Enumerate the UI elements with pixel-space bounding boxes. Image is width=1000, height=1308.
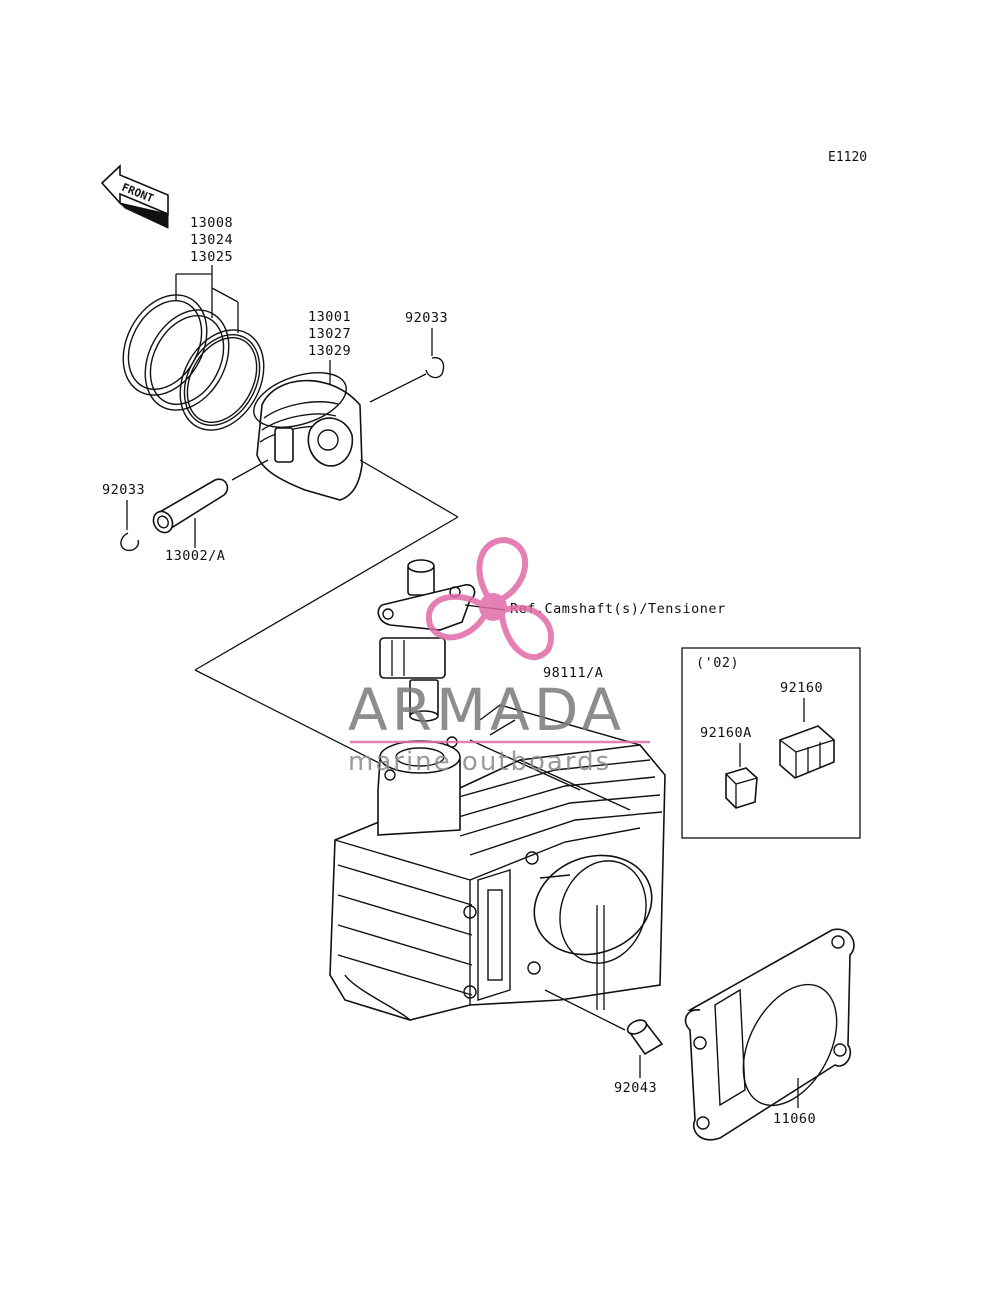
watermark-tagline: marine outboards <box>348 747 611 777</box>
circlip-right <box>425 357 445 379</box>
cylinder-block <box>329 704 666 1021</box>
damper-block-large <box>779 725 835 779</box>
reference-lines <box>194 459 459 771</box>
armada-watermark: ARMADA marine outboards <box>348 536 650 777</box>
inset-title: ('02) <box>696 655 739 671</box>
piston <box>253 372 363 501</box>
piston-pin <box>152 478 229 534</box>
watermark-brand: ARMADA <box>348 676 625 744</box>
label-13029: 13029 <box>308 343 351 359</box>
label-13025: 13025 <box>190 249 233 265</box>
cam-chain-tensioner <box>377 559 476 722</box>
dowel-pin <box>626 1019 664 1056</box>
label-13008: 13008 <box>190 215 233 231</box>
label-92160a: 92160A <box>700 725 752 741</box>
cylinder-gasket <box>684 928 855 1141</box>
front-arrow-icon: FRONT <box>100 164 169 229</box>
label-92033-right: 92033 <box>405 310 448 326</box>
label-92033-left: 92033 <box>102 482 145 498</box>
inset-2002: ('02) 92160 92160A <box>681 647 861 839</box>
ring-leader-lines <box>175 265 239 333</box>
damper-block-small <box>725 767 758 809</box>
propeller-logo <box>425 536 555 660</box>
label-13002a: 13002/A <box>165 548 225 564</box>
diagram-code: E1120 <box>828 150 867 165</box>
label-98111a: 98111/A <box>543 665 603 681</box>
label-13024: 13024 <box>190 232 233 248</box>
piston-rings <box>122 294 265 431</box>
label-92160: 92160 <box>780 680 823 696</box>
circlip-left <box>120 532 140 552</box>
label-11060: 11060 <box>773 1111 816 1127</box>
label-92043: 92043 <box>614 1080 657 1096</box>
label-13001: 13001 <box>308 309 351 325</box>
label-ref-camshaft: Ref.Camshaft(s)/Tensioner <box>510 601 726 617</box>
label-13027: 13027 <box>308 326 351 342</box>
